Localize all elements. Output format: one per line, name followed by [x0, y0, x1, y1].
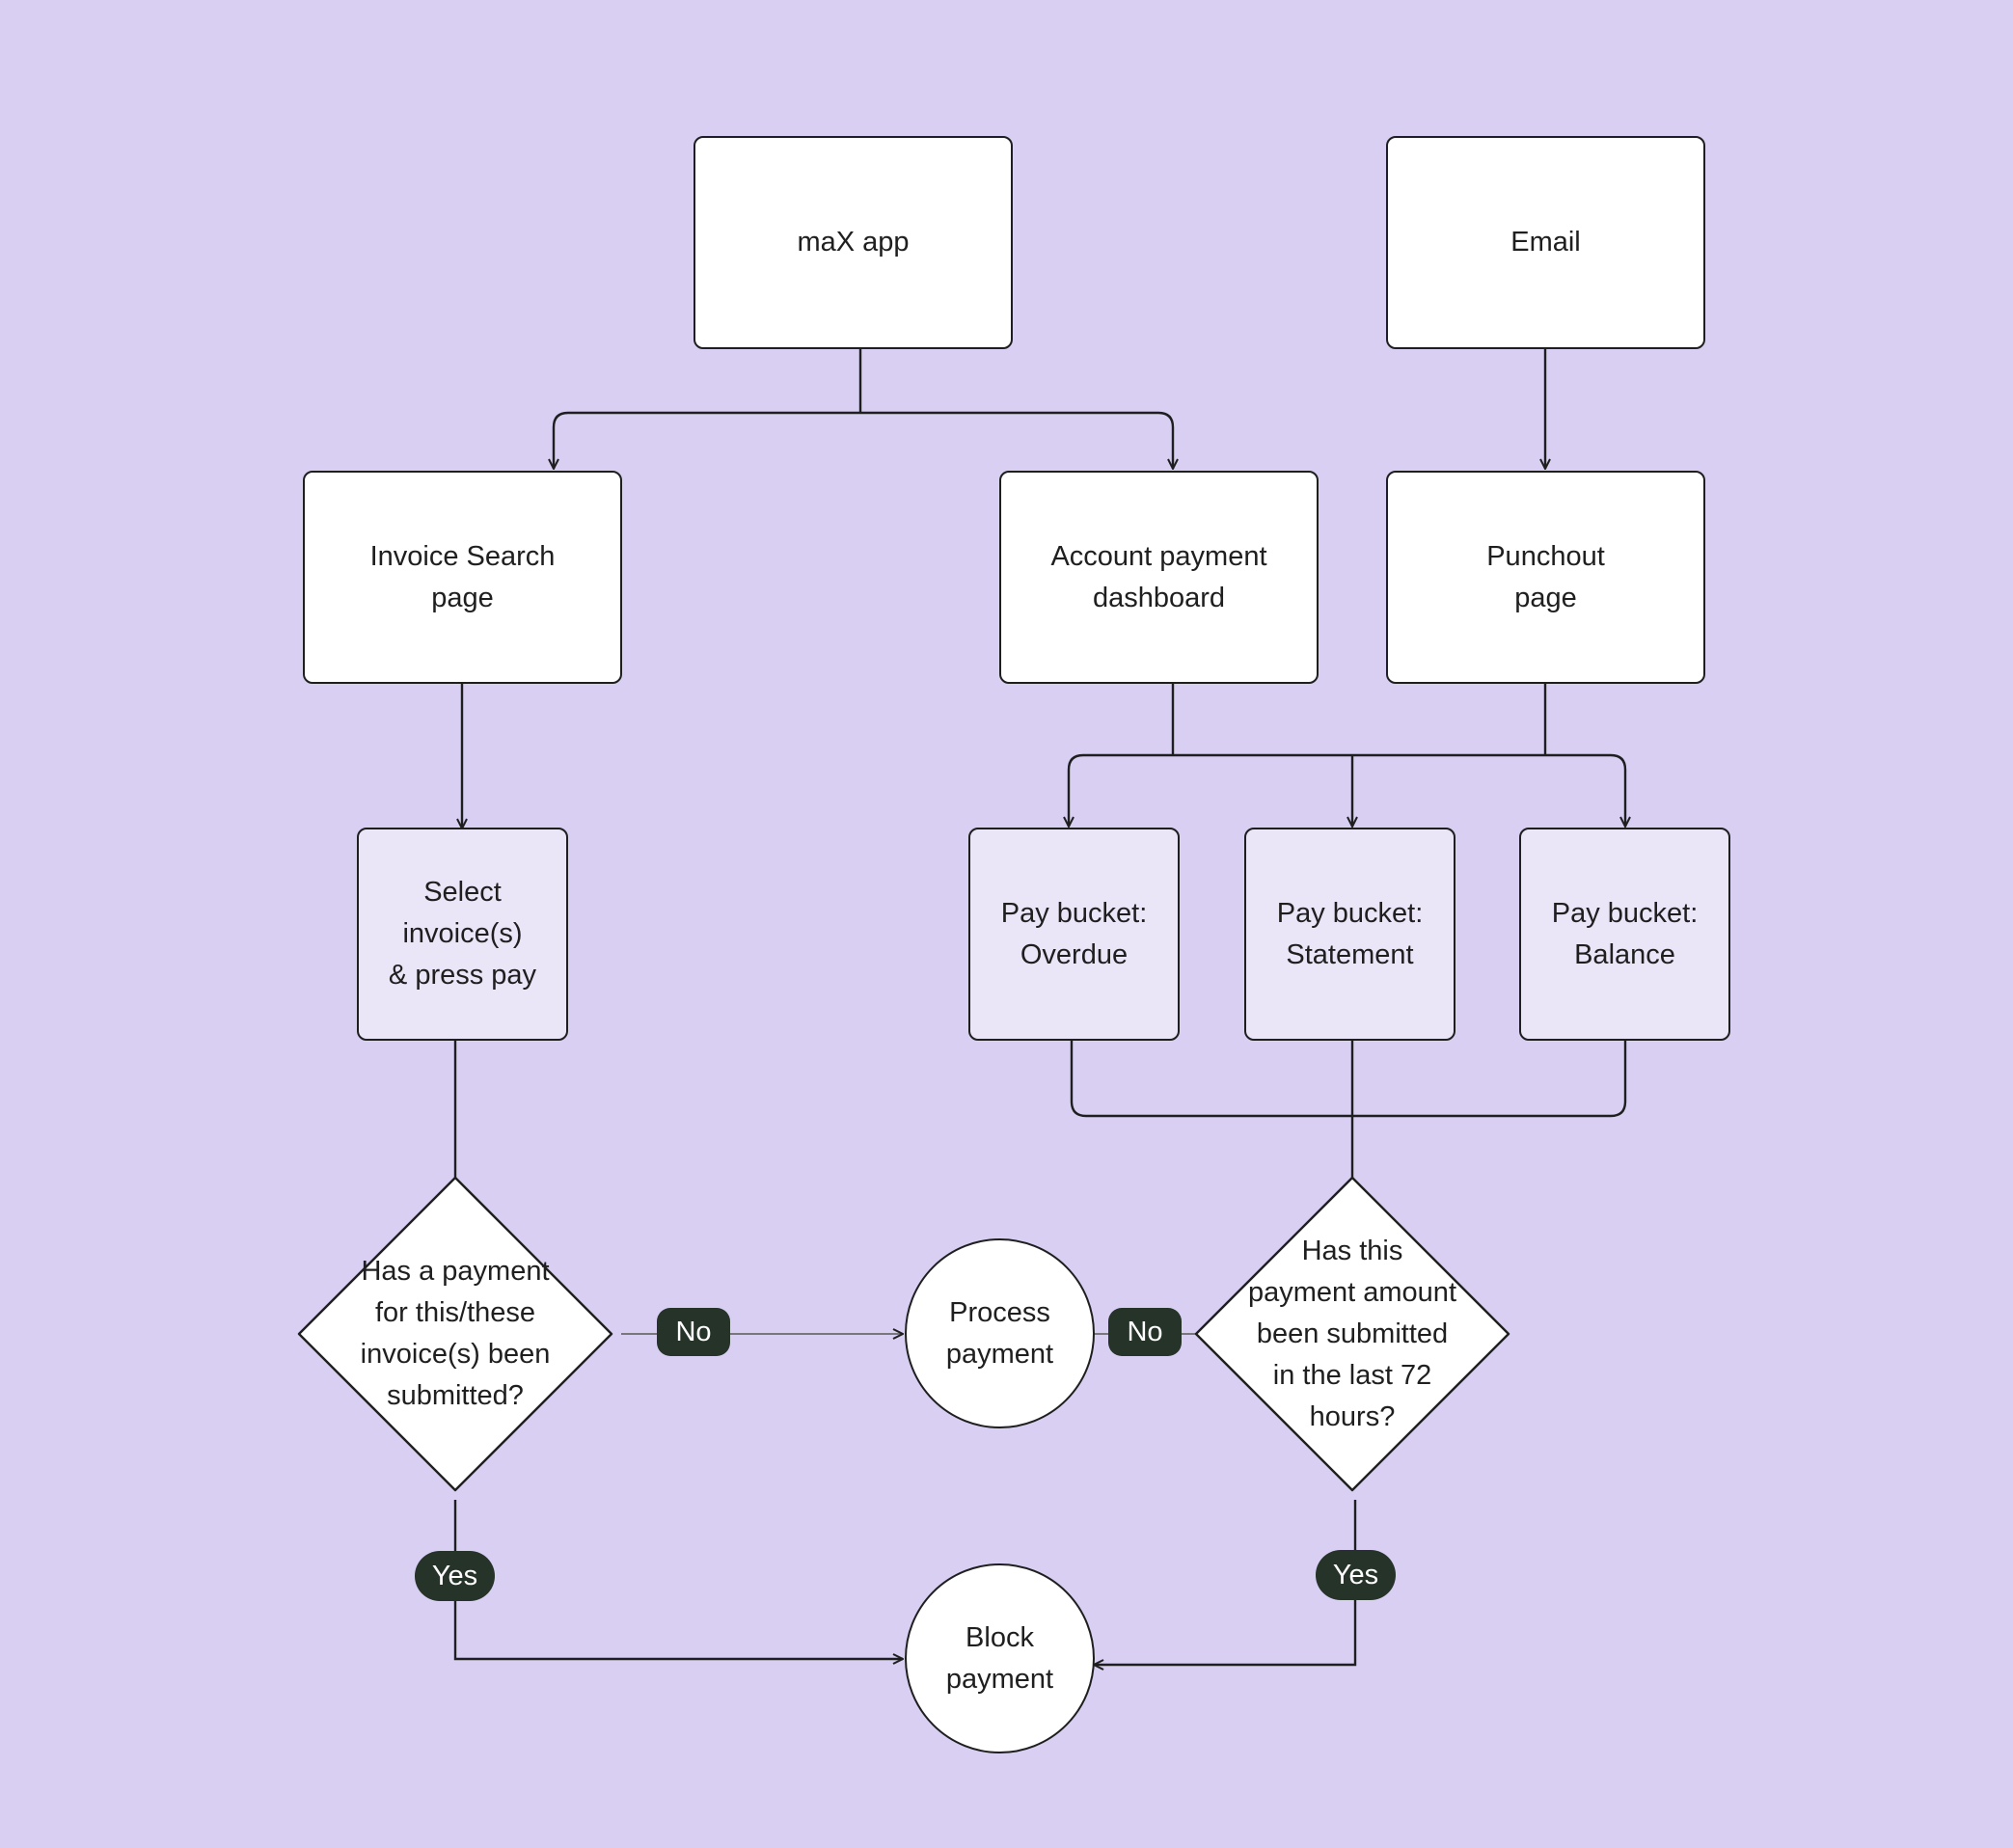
process-payment-label: Process payment: [945, 1296, 1054, 1370]
punchout-node: Punchout page: [1386, 471, 1705, 684]
connector-buckets-merge: [1070, 1041, 1627, 1118]
no-label-right: No: [1108, 1308, 1182, 1356]
bucket-balance-label: Pay bucket: Balance: [1551, 897, 1699, 970]
block-payment-label: Block payment: [945, 1621, 1054, 1695]
account-dashboard-label: Account payment dashboard: [1050, 540, 1267, 613]
select-invoice-label: Select invoice(s) & press pay: [388, 877, 537, 991]
bucket-overdue-label: Pay bucket: Overdue: [1000, 897, 1148, 970]
email-node: Email: [1386, 136, 1705, 349]
invoice-search-node: Invoice Search page: [303, 471, 622, 684]
decision-amount-text: Has this payment amount been submitted i…: [1227, 1233, 1478, 1435]
process-payment-node: Process payment: [905, 1238, 1095, 1428]
connector-to-balance: [1543, 753, 1625, 827]
connector-to-overdue: [1069, 753, 1543, 827]
bucket-overdue-node: Pay bucket: Overdue: [968, 828, 1180, 1041]
block-payment-node: Block payment: [905, 1563, 1095, 1753]
bucket-balance-node: Pay bucket: Balance: [1519, 828, 1730, 1041]
bucket-statement-label: Pay bucket: Statement: [1276, 897, 1424, 970]
yes-label-right: Yes: [1316, 1550, 1396, 1600]
email-label: Email: [1510, 227, 1581, 258]
yes-label-left: Yes: [415, 1551, 495, 1601]
connector-to-account-dashboard: [860, 411, 1173, 469]
decision-invoice-text: Has a payment for this/these invoice(s) …: [340, 1237, 571, 1430]
decision-amount-label: Has this payment amount been submitted i…: [1247, 1235, 1456, 1432]
connector-yes-left: [453, 1500, 903, 1659]
account-dashboard-node: Account payment dashboard: [999, 471, 1319, 684]
punchout-label: Punchout page: [1486, 540, 1605, 613]
max-app-label: maX app: [797, 227, 910, 258]
connector-to-invoice-search: [554, 411, 860, 469]
bucket-statement-node: Pay bucket: Statement: [1244, 828, 1455, 1041]
invoice-search-label: Invoice Search page: [369, 540, 556, 613]
select-invoice-node: Select invoice(s) & press pay: [357, 828, 568, 1041]
decision-invoice-label: Has a payment for this/these invoice(s) …: [360, 1256, 551, 1411]
decision-diamond-invoice: [297, 1176, 613, 1492]
no-label-left: No: [657, 1308, 730, 1356]
max-app-node: maX app: [694, 136, 1013, 349]
decision-diamond-amount: [1194, 1176, 1510, 1492]
